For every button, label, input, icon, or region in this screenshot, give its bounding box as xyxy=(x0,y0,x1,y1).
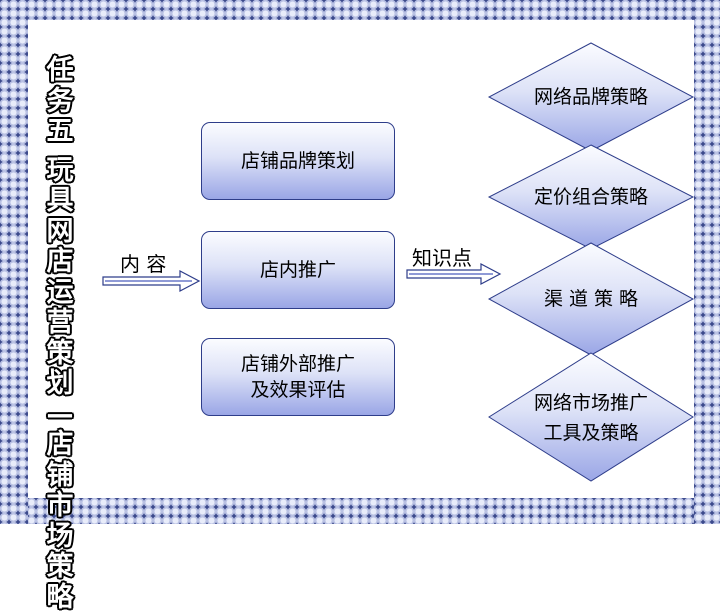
strategy-line: 定价组合策略 xyxy=(511,182,671,212)
knowledge-label: 知识点 xyxy=(412,242,472,271)
title-char: 略 xyxy=(34,583,86,613)
strategy-line: 渠 道 策 略 xyxy=(511,284,671,314)
external-promo-box: 店铺外部推广 及效果评估 xyxy=(201,338,395,416)
title-char: 策 xyxy=(34,552,86,583)
content-label: 内 容 xyxy=(120,248,166,277)
strategy-label: 定价组合策略 xyxy=(511,182,671,212)
box-line: 店内推广 xyxy=(260,257,336,283)
box-line: 店铺品牌策划 xyxy=(241,148,355,174)
store-brand-box: 店铺品牌策划 xyxy=(201,122,395,200)
strategy-label: 网络品牌策略 xyxy=(511,82,671,112)
strategy-label: 渠 道 策 略 xyxy=(511,284,671,314)
strategy-line: 网络品牌策略 xyxy=(511,82,671,112)
box-line: 店铺外部推广 xyxy=(241,351,355,377)
strategy-line: 工具及策略 xyxy=(511,418,671,448)
box-line: 及效果评估 xyxy=(241,377,355,403)
strategy-line: 网络市场推广 xyxy=(511,388,671,418)
in-store-promo-box: 店内推广 xyxy=(201,231,395,309)
strategy-label: 网络市场推广 工具及策略 xyxy=(511,388,671,448)
